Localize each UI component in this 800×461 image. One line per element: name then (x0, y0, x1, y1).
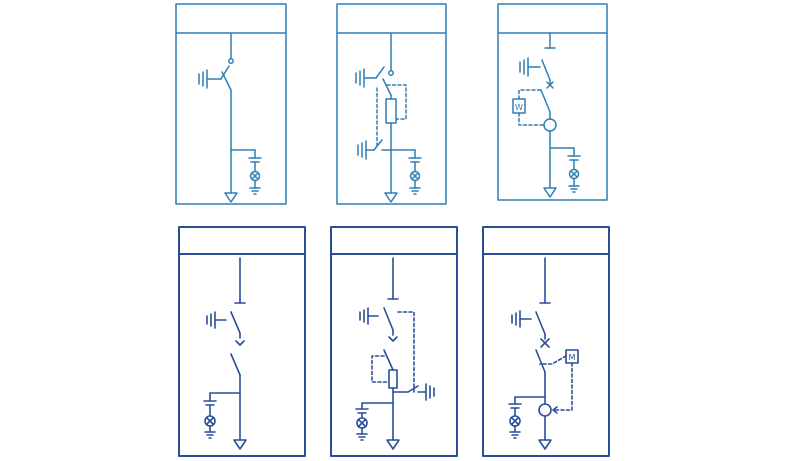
motor-trip-link (539, 355, 567, 365)
motor-ct-link (553, 362, 573, 411)
earthing-switch (206, 311, 227, 329)
panel-frame (336, 3, 447, 205)
earthing-switch (355, 66, 385, 88)
fuse (385, 98, 397, 124)
voltage-indicator (203, 392, 217, 439)
cable-outlet-arrow (384, 192, 398, 203)
voltage-indicator (248, 149, 262, 195)
panel-frame (175, 3, 287, 205)
disconnector-blade (541, 59, 551, 81)
load-break-switch-blade (221, 71, 232, 91)
fuse-striker-link (386, 84, 407, 120)
earthing-switch-blade (230, 311, 241, 334)
breaker-blade (535, 349, 546, 373)
panel-frame (178, 226, 306, 457)
disconnector-blade (230, 353, 241, 376)
voltage-indicator (567, 147, 581, 193)
trip-link (518, 89, 542, 100)
breaker-cross-b (540, 338, 550, 348)
interlock-link (397, 311, 415, 393)
switch-blade (382, 78, 392, 96)
voltage-indicator (408, 149, 422, 195)
voltage-indicator (508, 396, 522, 439)
panel-frame (482, 226, 610, 457)
cable-outlet-arrow (543, 187, 557, 198)
lower-earthing-switch (357, 139, 392, 160)
ct-link (518, 112, 545, 126)
voltage-indicator (355, 402, 369, 441)
panel-top-3: W (497, 3, 608, 201)
earthing-switch (519, 57, 541, 77)
disconnector-blade (535, 311, 546, 335)
lower-earthing-switch (392, 383, 435, 401)
switch-contact (388, 336, 398, 342)
cable-outlet-arrow (224, 192, 238, 203)
earthing-switch (198, 65, 230, 89)
motor-operator-label: M (569, 353, 576, 362)
switch-contact (235, 340, 245, 346)
current-transformer (543, 118, 557, 132)
switch-contact (228, 58, 234, 64)
panel-bottom-3: M (482, 226, 610, 457)
cable-outlet-arrow (538, 439, 552, 450)
ct-link-arrowhead (552, 406, 558, 414)
switch-contact (388, 70, 394, 76)
panel-bottom-1 (178, 226, 306, 457)
earthing-switch (359, 307, 379, 325)
cable-outlet-arrow (233, 439, 247, 450)
earthing-switch (511, 310, 532, 328)
load-break-blade (383, 349, 394, 371)
current-transformer (538, 403, 552, 417)
panel-frame (330, 226, 458, 457)
breaker-blade (540, 89, 551, 113)
relay-box-label: W (515, 103, 523, 112)
fuse-striker-link (371, 355, 390, 383)
panel-top-2 (336, 3, 447, 205)
cable-outlet-arrow (386, 439, 400, 450)
panel-top-1 (175, 3, 287, 205)
panel-frame (497, 3, 608, 201)
switch-blade (383, 307, 394, 331)
fuse (388, 369, 398, 389)
panel-bottom-2 (330, 226, 458, 457)
breaker-cross-b (546, 81, 554, 89)
